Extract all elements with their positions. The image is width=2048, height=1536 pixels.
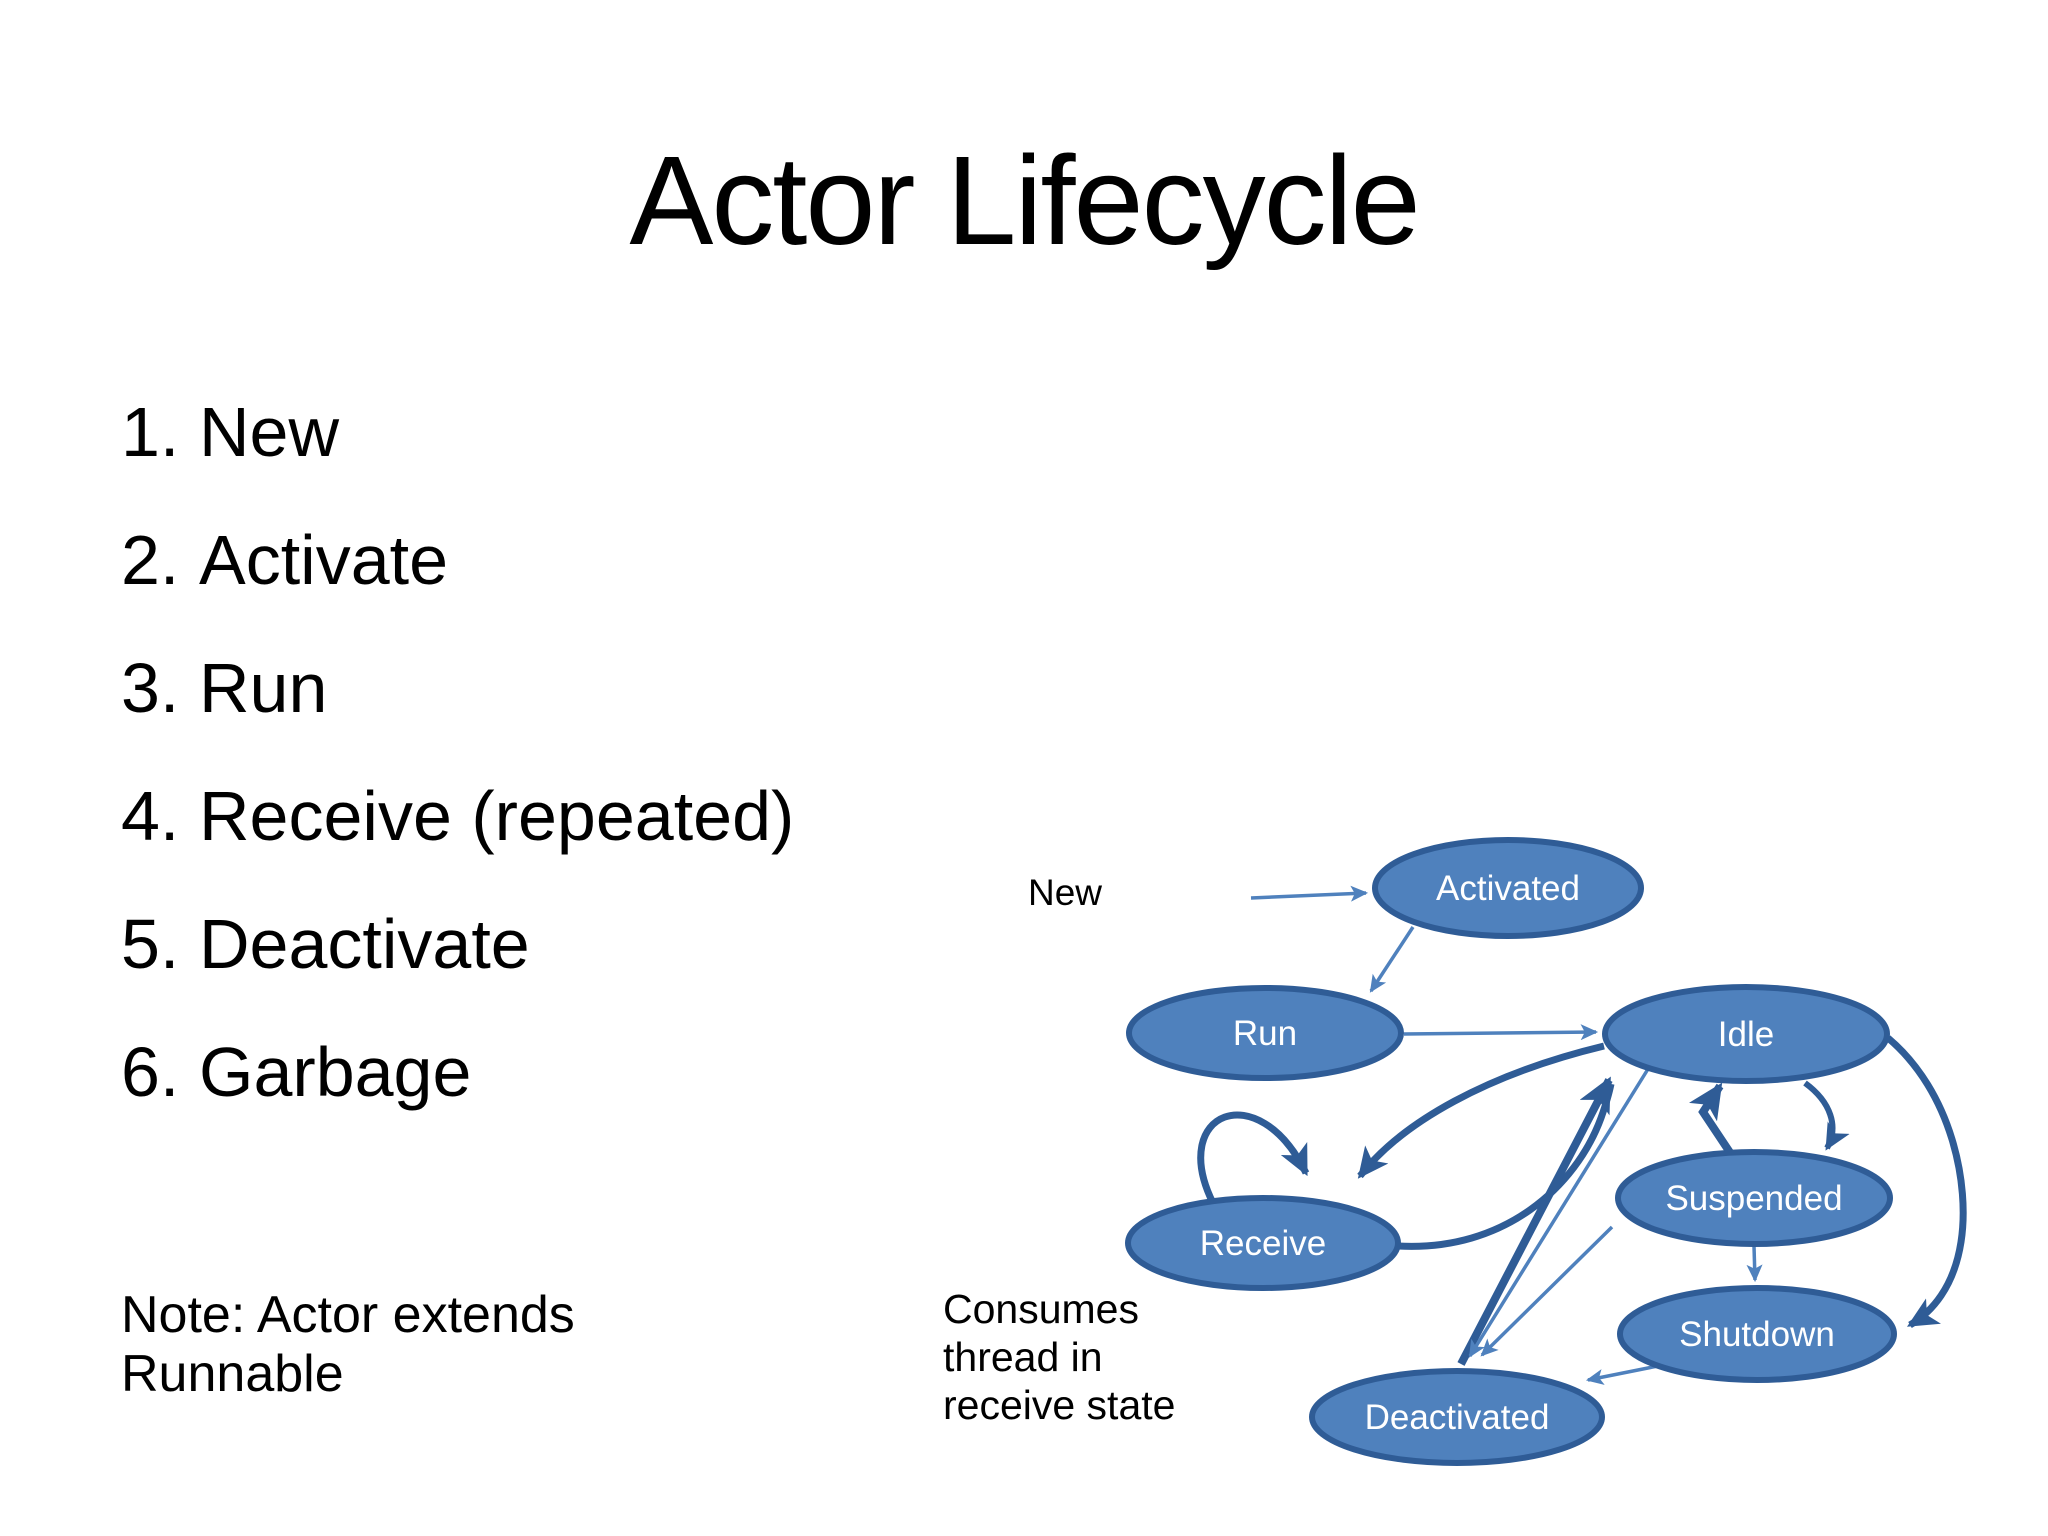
state-label-idle: Idle xyxy=(1718,1015,1774,1054)
page-title: Actor Lifecycle xyxy=(629,130,1420,271)
list-item-number: 2. xyxy=(121,521,180,599)
note-text: Note: Actor extends Runnable xyxy=(121,1286,575,1404)
state-label-shutdown: Shutdown xyxy=(1679,1315,1835,1354)
state-label-deactivated: Deactivated xyxy=(1365,1398,1550,1437)
consumes-line-1: Consumes xyxy=(943,1286,1139,1332)
edge-idle-to-deactivated xyxy=(1468,1068,1650,1358)
list-item-label: Deactivate xyxy=(199,905,530,983)
edge-suspended-to-idle xyxy=(1688,1082,1737,1160)
edge-idle-to-shutdown xyxy=(1885,1035,1967,1329)
list-item-label: Garbage xyxy=(199,1033,472,1111)
state-label-activated: Activated xyxy=(1436,869,1580,908)
state-ellipse-receive xyxy=(1125,1195,1401,1291)
list-item: 6.Garbage xyxy=(121,1008,794,1136)
state-label-suspended: Suspended xyxy=(1665,1179,1842,1218)
consumes-annotation: Consumes thread in receive state xyxy=(943,1285,1175,1429)
edge-idle-to-suspended xyxy=(1803,1080,1850,1151)
lifecycle-list: 1.New 2.Activate 3.Run 4.Receive (repeat… xyxy=(121,368,794,1136)
list-item-number: 3. xyxy=(121,649,180,727)
list-item-label: Receive (repeated) xyxy=(199,777,795,855)
state-ellipse-shutdown xyxy=(1617,1285,1897,1383)
edge-receive-self-loop xyxy=(1197,1111,1310,1205)
edge-deactivated-to-idle xyxy=(1457,1076,1613,1366)
edge-receive-to-idle xyxy=(1397,1083,1615,1250)
note-line-2: Runnable xyxy=(121,1345,344,1403)
list-item-label: Run xyxy=(199,649,328,727)
consumes-line-3: receive state xyxy=(943,1382,1176,1428)
state-ellipse-suspended xyxy=(1615,1149,1893,1247)
list-item: 3.Run xyxy=(121,624,794,752)
state-label-receive: Receive xyxy=(1200,1224,1326,1263)
list-item: 2.Activate xyxy=(121,496,794,624)
state-ellipse-deactivated xyxy=(1309,1368,1605,1466)
edge-run-to-idle xyxy=(1403,1024,1599,1041)
list-item: 5.Deactivate xyxy=(121,880,794,1008)
edge-suspended-to-deactivated xyxy=(1480,1225,1614,1357)
state-label-run: Run xyxy=(1233,1014,1297,1053)
state-ellipse-run xyxy=(1126,985,1404,1081)
edge-new-to-activated xyxy=(1250,885,1369,902)
state-ellipse-activated xyxy=(1372,837,1644,939)
new-state-annotation: New xyxy=(1028,872,1103,913)
consumes-line-2: thread in xyxy=(943,1334,1103,1380)
list-item: 4.Receive (repeated) xyxy=(121,752,794,880)
list-item-label: Activate xyxy=(199,521,448,599)
state-ellipse-idle xyxy=(1602,984,1890,1084)
edge-idle-to-receive xyxy=(1357,1042,1605,1179)
edge-suspended-to-shutdown xyxy=(1746,1245,1763,1283)
list-item-number: 1. xyxy=(121,393,180,471)
edge-activated-to-run xyxy=(1369,926,1415,993)
list-item: 1.New xyxy=(121,368,794,496)
list-item-number: 6. xyxy=(121,1033,180,1111)
list-item-number: 4. xyxy=(121,777,180,855)
note-line-1: Note: Actor extends xyxy=(121,1286,575,1344)
list-item-number: 5. xyxy=(121,905,180,983)
list-item-label: New xyxy=(199,393,340,471)
edge-shutdown-to-deactivated xyxy=(1585,1364,1659,1385)
